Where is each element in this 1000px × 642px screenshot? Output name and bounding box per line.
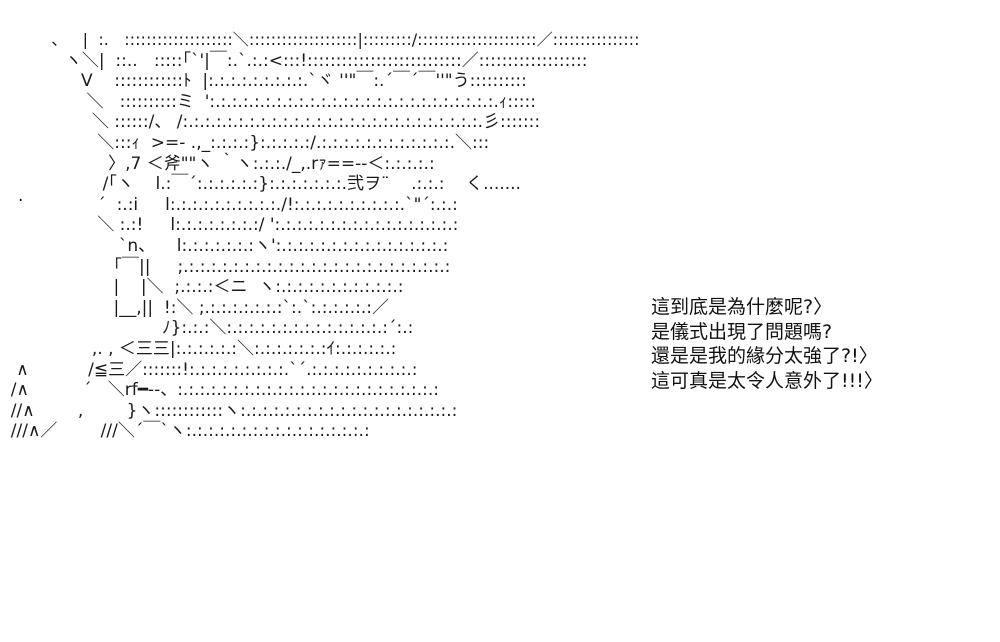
art-line: ´ :.:i l:.:.:.:.:.:.:.:.:.:./!:.:.:.:.:.… — [0, 194, 458, 215]
art-line: 、 | :. ::::::::::::::::::::＼::::::::::::… — [0, 30, 640, 49]
caption-line-3: 還是是我的緣分太強了?!〉 — [651, 345, 878, 367]
art-line: V ::::::::::::ﾄ |:.:.:.:.:.:.:.:.:.`ヾ ''… — [0, 71, 527, 92]
caption-line-1: 這到底是為什麼呢?〉 — [651, 296, 833, 318]
art-line: |__,|| !:＼ ;.:.:.:.:.:.:.:`:.`:.:.:.:.:.… — [0, 297, 389, 318]
art-line: ,. , ＜三三|:.:.:.:.:.:＼:.:.:.:.:.:.:ｲ:.:.:… — [0, 339, 397, 359]
art-line: ｢￣|| ;.:.:.:.:.:.:.:.:.:.:.:.:.:.:.:.:.:… — [0, 256, 451, 277]
art-line: ＼ ::::::/、 /:.:.:.:.:.:.:.:.:.:.:.:.:.:.… — [0, 112, 541, 133]
art-line: ＼ :.:! l:.:.:.:.:.:.:.:/ ':.:.:.:.:.:.:.… — [0, 215, 459, 236]
art-line: ﾉ}:.:.:＼:.:.:.:.:.:.:.:.:.:.:.:.:.:.:´:.… — [0, 318, 414, 339]
art-line: /｢ヽ l.:￣´:.:.:.:.:.:}:.:.:.:.:.:.:.弐ヲ¨ .… — [0, 174, 521, 195]
art-line: ///∧／ ///＼´￣`ヽ:.:.:.:.:.:.:.:.:.:.:.:.:.… — [0, 421, 370, 442]
art-line: //∧ , }ヽ::::::::::::ヽ:.:.:.:.:.:.:.:.:.:… — [0, 400, 458, 421]
stray-dot: . — [18, 186, 24, 206]
art-line: | |＼ ;.:.:.:＜ニ ヽ:.:.:.:.:.:.:.:.:.:.:.: — [0, 277, 404, 298]
art-line: ＼ ::::::::::ミ ':.:.:.:.:.:.:.:.:.:.:.:.:… — [0, 91, 536, 112]
art-line: ∧ /≦三／:::::::!:.:.:.:.:.:.:.:.:.`´.:.:.:… — [0, 359, 418, 380]
caption-line-4: 這可真是太令人意外了!!!〉 — [651, 369, 883, 392]
art-line: `n、 l:.:.:.:.:.:.:ヽ':.:.:.:.:.:.:.:.:.:.… — [0, 236, 449, 256]
art-line: ＼:::ｨ >=- .,_:.:.:.:}:.:.:.:.:/.:.:.:.:.… — [0, 133, 490, 153]
art-line: ヽ＼| ::.. :::::｢`'|￣:.`.:.:<:::!:::::::::… — [0, 50, 588, 71]
dialogue-caption: 這到底是為什麼呢?〉 是儀式出現了問題嗎? 還是是我的緣分太強了?!〉 這可真是… — [651, 295, 981, 393]
art-line: 〉,7 ＜斧""ヽ ｀ヽ:.:.:./_,.rｧ==--＜:.:.:.:.: — [0, 153, 435, 174]
art-line: /∧ ´ ＼rf━--、:.:.:.:.:.:.:.:.:.:.:.:.:.:.… — [0, 380, 439, 401]
caption-line-2: 是儀式出現了問題嗎? — [651, 320, 833, 343]
